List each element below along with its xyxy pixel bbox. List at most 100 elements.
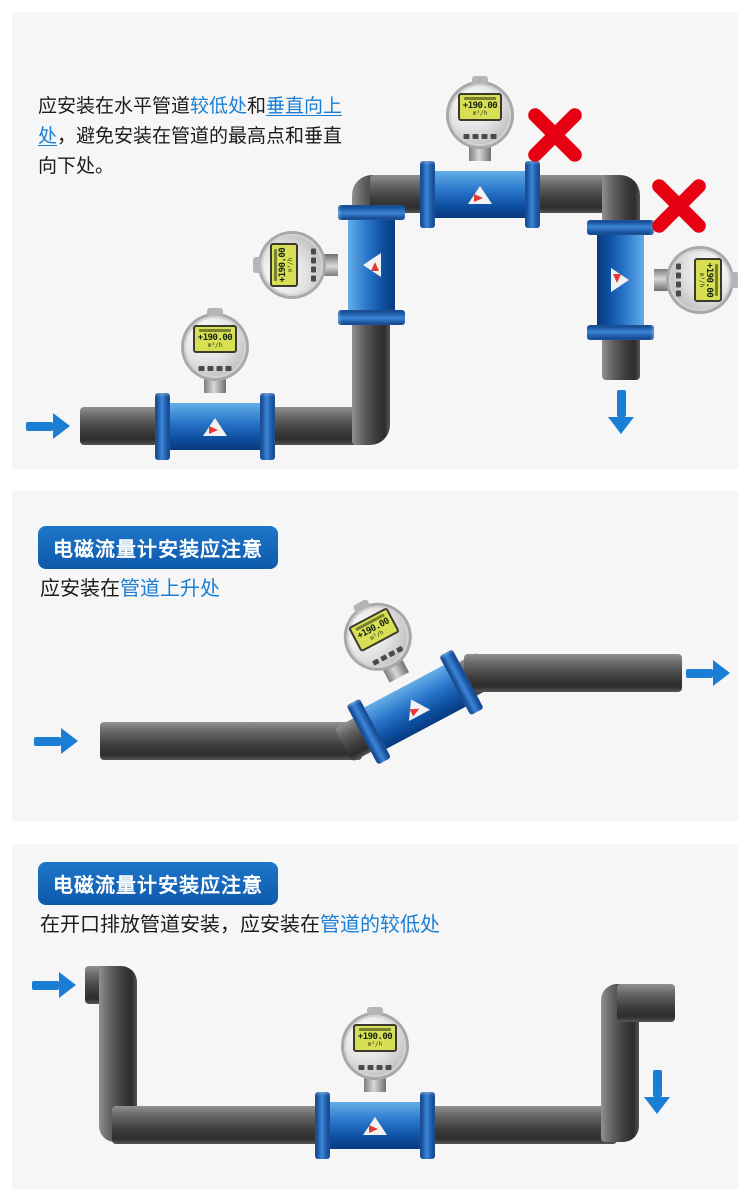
note-segment: 较低处 bbox=[190, 96, 248, 117]
meter-flange-right bbox=[587, 325, 654, 340]
meter-key bbox=[387, 650, 396, 658]
lcd-flow-unit: m³/h bbox=[367, 1041, 383, 1048]
arrow-tip bbox=[53, 413, 70, 439]
arrow-tip bbox=[713, 660, 730, 686]
meter-flange-right bbox=[338, 205, 405, 220]
lcd-flow-value: +190.00 bbox=[357, 1032, 393, 1042]
meter-body bbox=[315, 1092, 435, 1159]
lcd-status-line bbox=[359, 1028, 391, 1031]
lcd-flow-unit: m³/h bbox=[287, 257, 294, 273]
meter-flange-right bbox=[260, 393, 275, 460]
meter-key bbox=[311, 248, 316, 255]
meter-flange-right bbox=[525, 161, 540, 228]
meter-key bbox=[380, 654, 388, 662]
meter-display-head: +190.00 m³/h bbox=[669, 249, 731, 311]
meter-body bbox=[420, 161, 540, 228]
flow-out-arrow bbox=[686, 660, 730, 686]
meter-lcd-screen: +190.00 m³/h bbox=[353, 1024, 397, 1052]
install-note: 在开口排放管道安装，应安装在管道的较低处 bbox=[40, 908, 440, 937]
arrow-tip bbox=[59, 972, 76, 998]
arrow-shaft bbox=[26, 421, 53, 431]
meter-neck bbox=[204, 377, 226, 393]
flowmeter: +190.00 m³/h bbox=[155, 316, 275, 460]
meter-flange-left bbox=[315, 1092, 330, 1159]
meter-flange-left bbox=[587, 220, 654, 235]
meter-key bbox=[490, 134, 497, 139]
lcd-flow-unit: m³/h bbox=[472, 110, 488, 117]
meter-body bbox=[338, 205, 405, 325]
meter-tube bbox=[435, 171, 525, 218]
meter-key bbox=[311, 257, 316, 264]
flowmeter-correct-low-horizontal: +190.00 m³/h bbox=[155, 316, 275, 460]
meter-neck bbox=[322, 254, 338, 276]
meter-display-head: +190.00 m³/h bbox=[449, 84, 511, 146]
arrow-tip bbox=[61, 728, 78, 754]
wrong-cross-icon bbox=[523, 103, 587, 167]
flowmeter: +190.00 m³/h bbox=[587, 220, 731, 340]
meter-logo-triangle-icon bbox=[611, 268, 630, 292]
note-segment: 应安装在 bbox=[40, 578, 120, 600]
lcd-flow-unit: m³/h bbox=[207, 342, 223, 349]
meter-keypad bbox=[311, 248, 316, 282]
flow-in-arrow bbox=[34, 728, 78, 754]
panel-horizontal-vertical-rule: 应安装在水平管道较低处和垂直向上处，避免安装在管道的最高点和垂直向下处。 +19… bbox=[12, 12, 738, 470]
flow-in-arrow bbox=[26, 413, 70, 439]
meter-key bbox=[311, 275, 316, 282]
meter-logo-triangle-icon bbox=[362, 253, 381, 277]
meter-lcd-screen: +190.00 m³/h bbox=[694, 258, 722, 302]
meter-key bbox=[676, 263, 681, 270]
flowmeter-wrong-vertical-down: +190.00 m³/h bbox=[587, 220, 731, 340]
note-segment: 应安装在水平管道 bbox=[38, 96, 191, 117]
note-segment: 管道上升处 bbox=[120, 578, 220, 600]
meter-key bbox=[372, 658, 380, 666]
meter-display-head: +190.00 m³/h bbox=[344, 1015, 406, 1077]
meter-keypad bbox=[358, 1065, 392, 1070]
note-segment: ，避免安装在管道的最高点和垂直向下处。 bbox=[38, 126, 343, 177]
flowmeter-correct-vertical-up: +190.00 m³/h bbox=[261, 205, 405, 325]
panel-rising-pipe-rule: 电磁流量计安装应注意 应安装在管道上升处 +190.00 m³/h bbox=[12, 490, 738, 822]
meter-neck bbox=[469, 145, 491, 161]
meter-key bbox=[385, 1065, 392, 1070]
flowmeter: +190.00 m³/h bbox=[315, 1015, 435, 1159]
install-note: 应安装在管道上升处 bbox=[40, 572, 220, 601]
meter-key bbox=[198, 366, 205, 371]
meter-key bbox=[216, 366, 223, 371]
flowmeter: +190.00 m³/h bbox=[420, 84, 540, 228]
meter-lcd-screen: +190.00 m³/h bbox=[270, 243, 298, 287]
flow-out-arrow bbox=[608, 390, 634, 434]
arrow-shaft bbox=[686, 668, 713, 678]
pipe-outlet-stub bbox=[617, 984, 675, 1022]
lcd-status-line bbox=[464, 97, 496, 100]
wrong-cross-icon bbox=[647, 174, 711, 238]
meter-logo-triangle-icon bbox=[400, 693, 430, 721]
note-segment: 管道的较低处 bbox=[320, 914, 440, 936]
meter-key bbox=[376, 1065, 383, 1070]
meter-tube bbox=[170, 403, 260, 450]
meter-key bbox=[676, 290, 681, 297]
meter-display-head: +190.00 m³/h bbox=[335, 594, 420, 679]
note-segment: 在开口排放管道安装，应安装在 bbox=[40, 914, 320, 936]
meter-logo-triangle-icon bbox=[203, 417, 227, 436]
meter-flange-left bbox=[420, 161, 435, 228]
lcd-flow-value: +190.00 bbox=[704, 262, 714, 298]
meter-body bbox=[155, 393, 275, 460]
meter-key bbox=[367, 1065, 374, 1070]
pipe-inlet-horizontal bbox=[100, 722, 362, 760]
arrow-tip bbox=[608, 417, 634, 434]
meter-key bbox=[481, 134, 488, 139]
meter-key bbox=[207, 366, 214, 371]
meter-lcd-screen: +190.00 m³/h bbox=[347, 607, 400, 653]
meter-lcd-screen: +190.00 m³/h bbox=[193, 325, 237, 353]
arrow-shaft bbox=[32, 980, 59, 990]
lcd-status-line bbox=[199, 329, 231, 332]
meter-key bbox=[311, 266, 316, 273]
meter-key bbox=[463, 134, 470, 139]
pipe-outlet-horizontal bbox=[464, 654, 682, 692]
meter-display-head: +190.00 m³/h bbox=[261, 234, 323, 296]
meter-keypad bbox=[676, 263, 681, 297]
meter-flange-right bbox=[420, 1092, 435, 1159]
arrow-shaft bbox=[652, 1070, 662, 1097]
lcd-flow-value: +190.00 bbox=[197, 333, 233, 343]
lcd-status-line bbox=[715, 264, 718, 296]
note-segment: 垂直向上处 bbox=[38, 96, 343, 147]
